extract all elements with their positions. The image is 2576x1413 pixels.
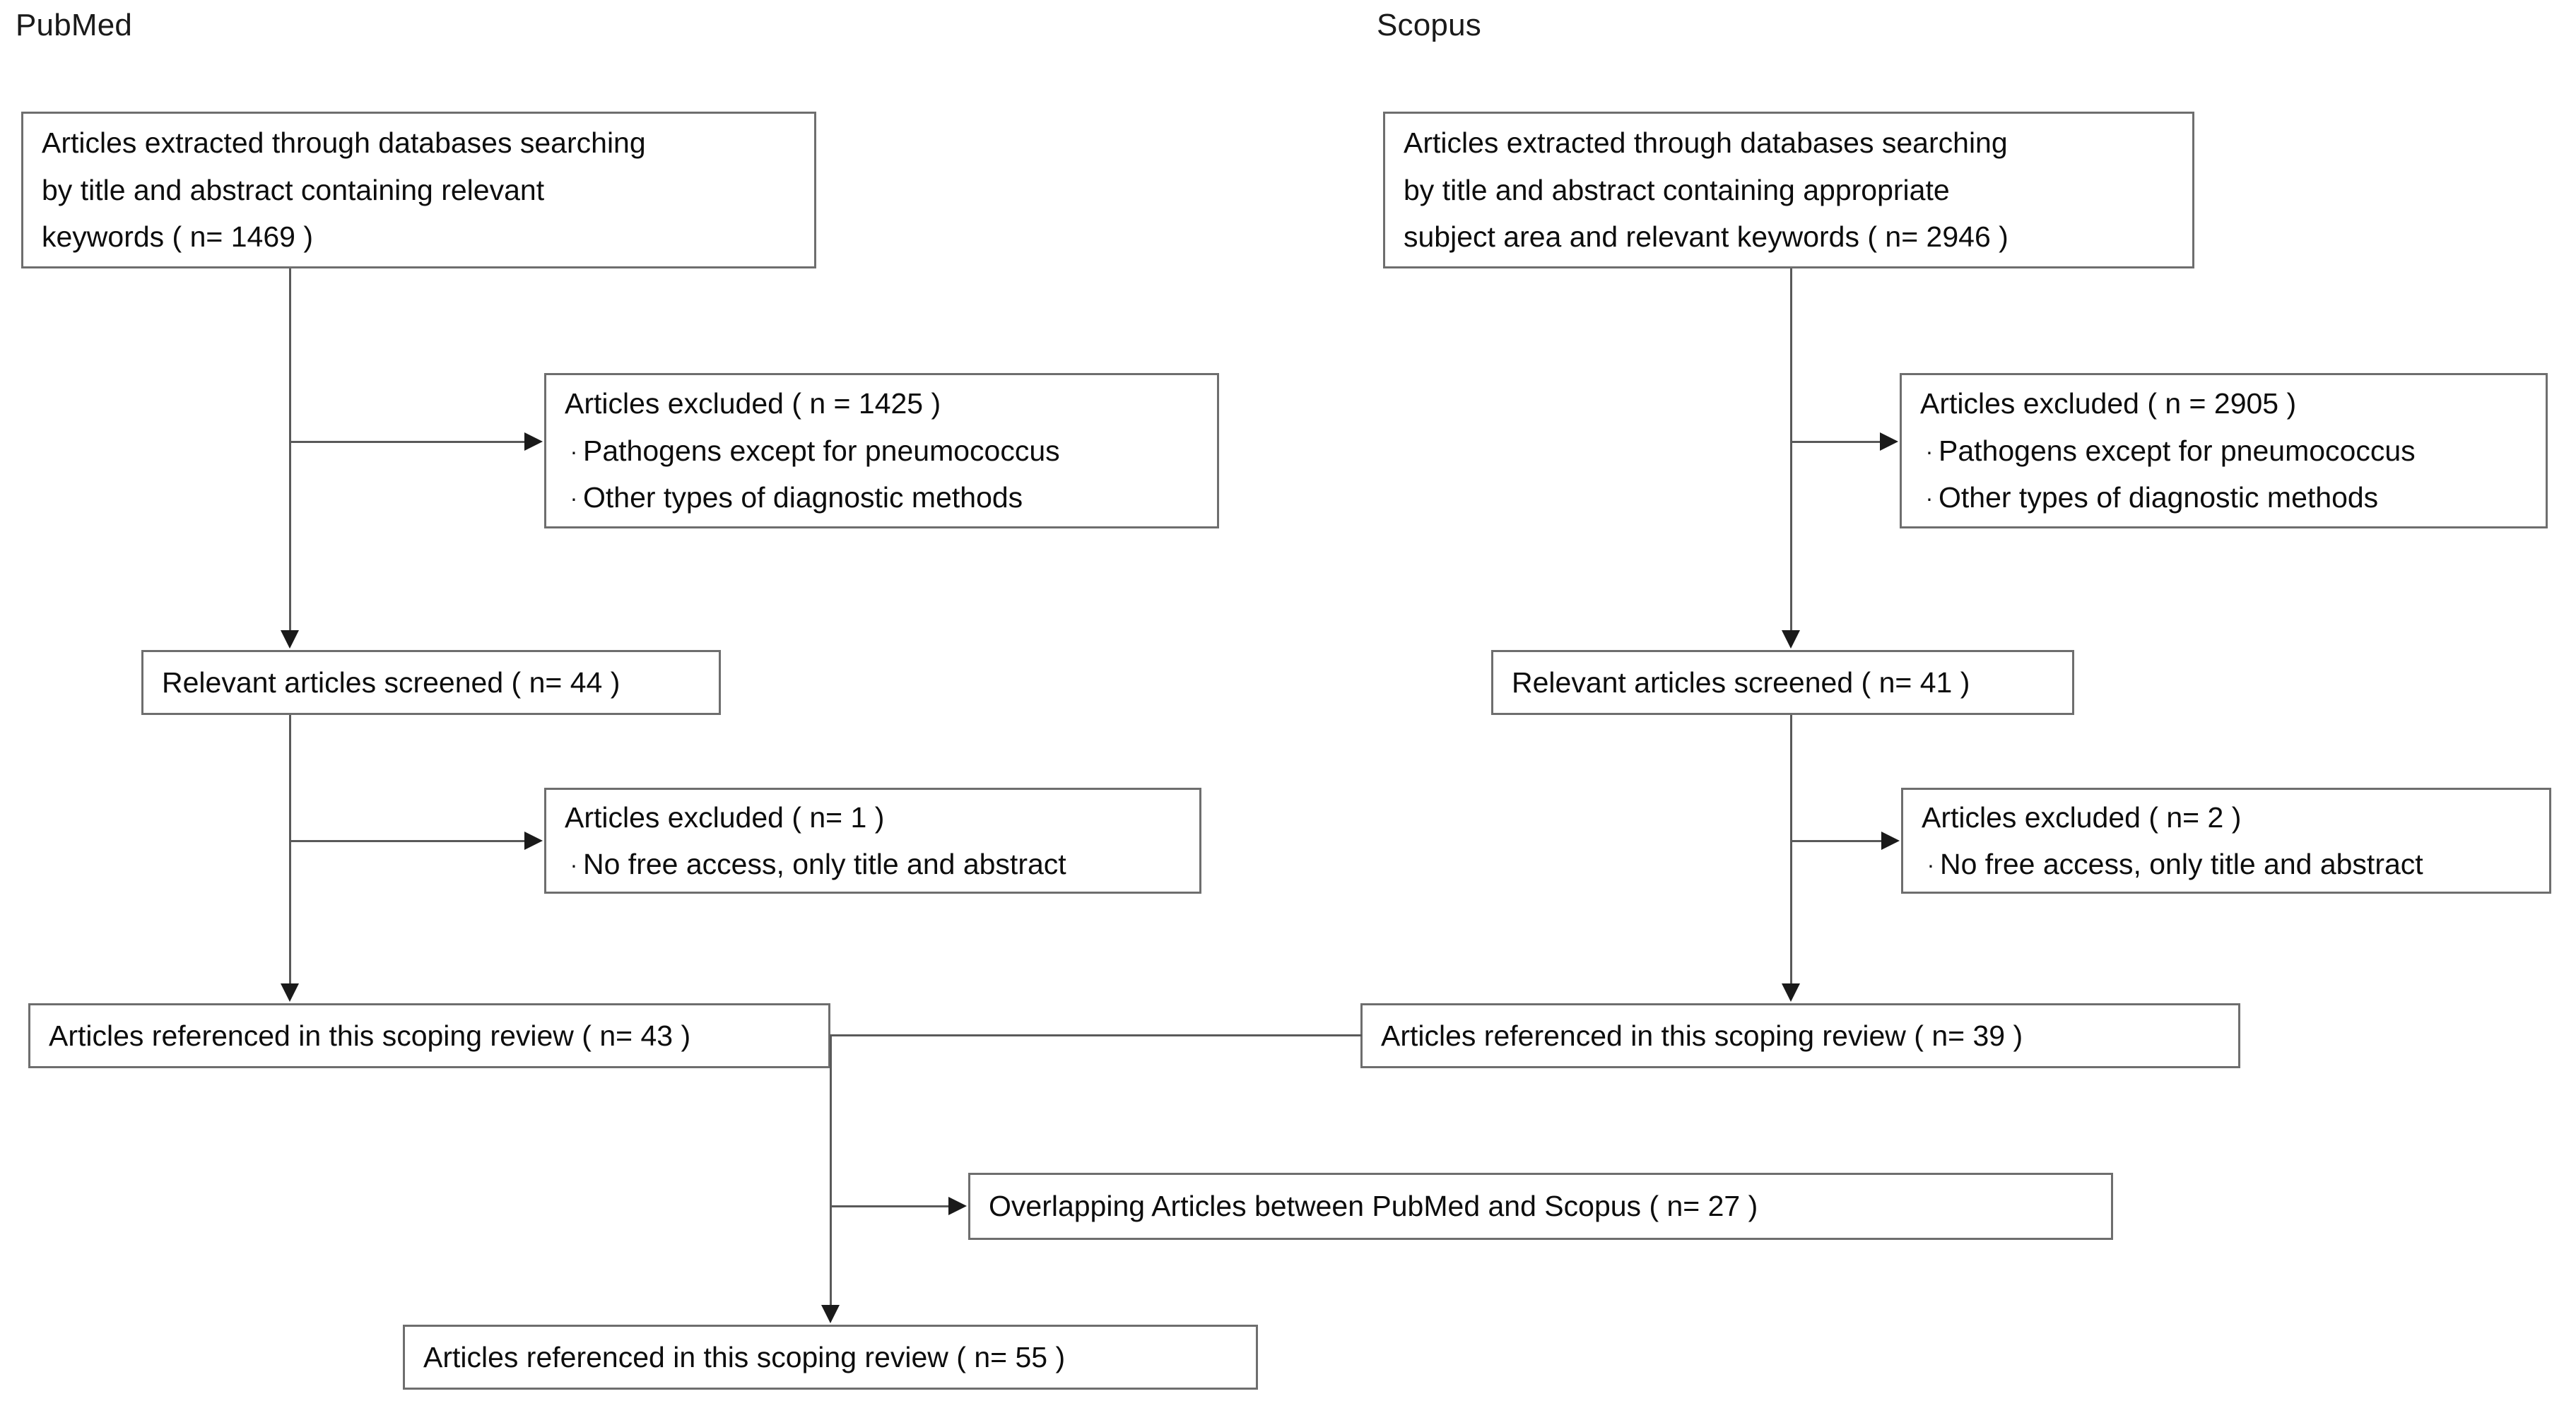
scopus-excluded-access-heading: Articles excluded ( n= 2 ) — [1922, 800, 2242, 834]
box-scopus-identified-text: Articles extracted through databases sea… — [1385, 119, 2192, 260]
connector-pubmed-screened-to-referenced — [289, 715, 291, 985]
connector-referenced-bridge — [830, 1034, 1362, 1036]
connector-scopus-exclusion-1 — [1790, 441, 1880, 443]
pubmed-identified-line-2: by title and abstract containing relevan… — [42, 173, 545, 206]
scopus-excluded-access-reason-1: ·No free access, only title and abstract — [1922, 841, 2531, 887]
box-scopus-excluded-access-text: Articles excluded ( n= 2 ) ·No free acce… — [1903, 794, 2549, 888]
box-pubmed-screened-text: Relevant articles screened ( n= 44 ) — [162, 666, 621, 699]
column-title-scopus: Scopus — [1377, 8, 1481, 42]
pubmed-excluded-screening-reason-2: ·Other types of diagnostic methods — [565, 474, 1199, 521]
box-scopus-identified: Articles extracted through databases sea… — [1383, 112, 2194, 268]
box-total-referenced-text: Articles referenced in this scoping revi… — [423, 1340, 1066, 1373]
arrowhead-scopus-screened — [1782, 630, 1800, 649]
pubmed-excluded-screening-reason-1: ·Pathogens except for pneumococcus — [565, 427, 1199, 474]
arrowhead-scopus-referenced — [1782, 983, 1800, 1002]
scopus-identified-line-3: subject area and relevant keywords ( n= … — [1404, 220, 2009, 254]
pubmed-identified-line-1: Articles extracted through databases sea… — [42, 126, 646, 160]
connector-pubmed-exclusion-2 — [289, 840, 524, 842]
bullet-dot-icon: · — [1927, 852, 1935, 877]
box-overlapping-articles: Overlapping Articles between PubMed and … — [968, 1173, 2113, 1240]
bullet-dot-icon: · — [1925, 438, 1934, 464]
pubmed-excluded-access-reason-1: ·No free access, only title and abstract — [565, 841, 1181, 887]
connector-scopus-identified-to-screened — [1790, 268, 1792, 632]
arrowhead-scopus-exclusion-2 — [1881, 832, 1900, 850]
scopus-excluded-screening-reason-1: ·Pathogens except for pneumococcus — [1920, 427, 2527, 474]
bullet-dot-icon: · — [570, 485, 578, 512]
scopus-excluded-screening-heading: Articles excluded ( n = 2905 ) — [1920, 387, 2297, 420]
box-pubmed-excluded-access-text: Articles excluded ( n= 1 ) ·No free acce… — [546, 794, 1199, 888]
arrowhead-total — [821, 1305, 840, 1323]
box-scopus-screened-text: Relevant articles screened ( n= 41 ) — [1512, 666, 1970, 699]
box-pubmed-referenced: Articles referenced in this scoping revi… — [28, 1003, 830, 1068]
pubmed-excluded-access-reason-1-text: No free access, only title and abstract — [583, 848, 1066, 880]
box-pubmed-excluded-access: Articles excluded ( n= 1 ) ·No free acce… — [544, 788, 1201, 894]
column-title-pubmed: PubMed — [16, 8, 133, 42]
box-scopus-excluded-access: Articles excluded ( n= 2 ) ·No free acce… — [1901, 788, 2551, 894]
box-pubmed-excluded-screening-text: Articles excluded ( n = 1425 ) ·Pathogen… — [546, 380, 1217, 521]
scopus-identified-line-2: by title and abstract containing appropr… — [1404, 173, 1950, 206]
connector-pubmed-identified-to-screened — [289, 268, 291, 632]
box-scopus-excluded-screening-text: Articles excluded ( n = 2905 ) ·Pathogen… — [1902, 380, 2546, 521]
pubmed-excluded-screening-reason-2-text: Other types of diagnostic methods — [583, 481, 1023, 514]
connector-scopus-exclusion-2 — [1790, 840, 1881, 842]
box-pubmed-excluded-screening: Articles excluded ( n = 1425 ) ·Pathogen… — [544, 373, 1219, 528]
box-scopus-screened: Relevant articles screened ( n= 41 ) — [1491, 650, 2074, 715]
pubmed-excluded-access-heading: Articles excluded ( n= 1 ) — [565, 800, 885, 834]
box-scopus-referenced-text: Articles referenced in this scoping revi… — [1381, 1019, 2023, 1052]
arrowhead-scopus-exclusion-1 — [1880, 432, 1898, 451]
connector-merge-trunk — [830, 1034, 832, 1306]
connector-overlap — [830, 1205, 948, 1207]
arrowhead-pubmed-screened — [281, 630, 299, 649]
box-pubmed-identified-text: Articles extracted through databases sea… — [23, 119, 814, 260]
box-scopus-excluded-screening: Articles excluded ( n = 2905 ) ·Pathogen… — [1900, 373, 2548, 528]
box-scopus-referenced: Articles referenced in this scoping revi… — [1360, 1003, 2240, 1068]
scopus-excluded-access-reason-1-text: No free access, only title and abstract — [1940, 848, 2423, 880]
bullet-dot-icon: · — [570, 852, 578, 877]
box-total-referenced: Articles referenced in this scoping revi… — [403, 1325, 1258, 1390]
bullet-dot-icon: · — [1925, 485, 1934, 512]
pubmed-excluded-screening-heading: Articles excluded ( n = 1425 ) — [565, 387, 941, 420]
scopus-excluded-screening-reason-2: ·Other types of diagnostic methods — [1920, 474, 2527, 521]
arrowhead-pubmed-exclusion-1 — [524, 432, 543, 451]
bullet-dot-icon: · — [570, 438, 578, 464]
box-pubmed-identified: Articles extracted through databases sea… — [21, 112, 816, 268]
connector-scopus-screened-to-referenced — [1790, 715, 1792, 985]
scopus-identified-line-1: Articles extracted through databases sea… — [1404, 126, 2008, 160]
box-pubmed-screened: Relevant articles screened ( n= 44 ) — [141, 650, 721, 715]
arrowhead-pubmed-exclusion-2 — [524, 832, 543, 850]
arrowhead-pubmed-referenced — [281, 983, 299, 1002]
pubmed-identified-line-3: keywords ( n= 1469 ) — [42, 220, 313, 254]
box-pubmed-referenced-text: Articles referenced in this scoping revi… — [49, 1019, 691, 1052]
connector-pubmed-exclusion-1 — [289, 441, 524, 443]
scopus-excluded-screening-reason-2-text: Other types of diagnostic methods — [1939, 481, 2379, 514]
box-overlapping-articles-text: Overlapping Articles between PubMed and … — [989, 1190, 1758, 1223]
scopus-excluded-screening-reason-1-text: Pathogens except for pneumococcus — [1939, 434, 2416, 467]
arrowhead-overlap — [948, 1197, 967, 1215]
pubmed-excluded-screening-reason-1-text: Pathogens except for pneumococcus — [583, 434, 1060, 467]
